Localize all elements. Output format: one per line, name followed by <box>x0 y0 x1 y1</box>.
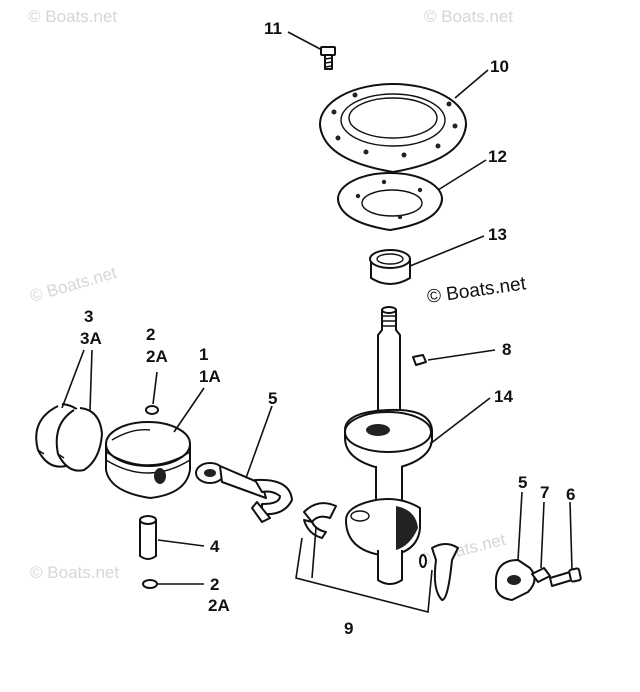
retaining-ring-bottom-icon <box>142 579 158 589</box>
leader-12 <box>437 159 487 191</box>
piston-ring-icon <box>35 403 103 472</box>
callout-11: 11 <box>264 19 282 38</box>
callout-14: 14 <box>494 387 513 406</box>
leader-3a <box>61 349 93 411</box>
piston-pin-icon <box>139 515 157 560</box>
callout-1a: 1A <box>199 367 221 386</box>
cap-screw-icon <box>549 567 582 587</box>
leader-9 <box>295 527 433 614</box>
callout-3a: 3A <box>80 329 102 348</box>
callout-8: 8 <box>502 340 511 359</box>
crankshaft-icon <box>344 306 433 585</box>
callout-10: 10 <box>490 57 509 76</box>
watermark-bottom-left: © Boats.net <box>30 563 119 582</box>
leader-5-rod <box>245 405 273 479</box>
leader-2-top <box>152 371 158 405</box>
callout-13: 13 <box>488 225 507 244</box>
callout-1: 1 <box>199 345 208 364</box>
callout-2a-bot: 2A <box>208 596 230 615</box>
leader-11 <box>287 31 323 51</box>
callout-2-bot: 2 <box>210 575 219 594</box>
leader-6 <box>569 501 573 571</box>
seal-plate-icon <box>319 83 467 173</box>
leader-4 <box>157 539 205 547</box>
screw-icon <box>320 46 336 70</box>
leader-14 <box>429 397 491 445</box>
callout-2-top: 2 <box>146 325 155 344</box>
leader-lines <box>61 31 573 614</box>
callout-12: 12 <box>488 147 507 166</box>
callout-9: 9 <box>344 619 353 638</box>
leader-10 <box>454 69 489 99</box>
watermark-top-left: © Boats.net <box>28 7 117 26</box>
callout-5-cap: 5 <box>518 473 527 492</box>
lockwasher-icon <box>531 567 551 583</box>
callout-4: 4 <box>210 537 220 556</box>
callout-6: 6 <box>566 485 575 504</box>
leader-7 <box>540 501 545 569</box>
connecting-rod-icon <box>195 462 293 523</box>
watermark-mid-left: © Boats.net <box>28 263 119 306</box>
rod-cap-icon <box>495 559 536 601</box>
leader-13 <box>409 235 485 267</box>
copyright-label: © Boats.net <box>426 273 528 308</box>
callout-3: 3 <box>84 307 93 326</box>
key-icon <box>412 354 427 366</box>
bearing-cage-icon <box>303 502 459 601</box>
leader-5-cap <box>517 491 523 561</box>
watermark-top-right: © Boats.net <box>424 7 513 26</box>
watermark-bottom-right: © Boats.net <box>416 530 507 570</box>
retaining-ring-icon <box>145 405 159 415</box>
callout-2a-top: 2A <box>146 347 168 366</box>
bushing-icon <box>369 249 411 285</box>
callouts: 11 10 12 13 8 14 5 1 1A 2 2A 3 3A 4 2 2A… <box>80 19 575 638</box>
leader-8 <box>427 349 496 361</box>
callout-7: 7 <box>540 483 549 502</box>
leader-1 <box>173 387 205 433</box>
piston-icon <box>105 421 191 499</box>
callout-5-rod: 5 <box>268 389 277 408</box>
bearing-housing-icon <box>337 172 443 231</box>
